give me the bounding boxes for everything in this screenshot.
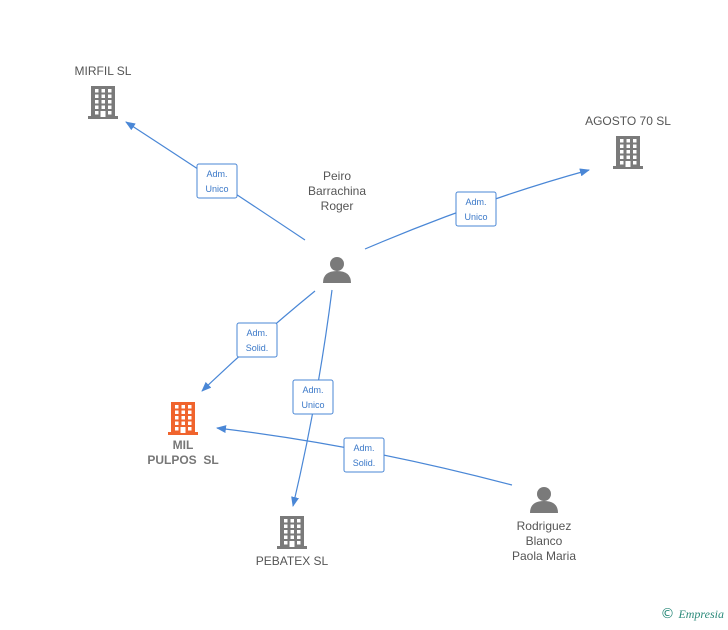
node-label-mil[interactable]: PULPOS SL [147,453,218,467]
edge-label-box[interactable] [236,322,278,358]
edge-label-box[interactable] [343,437,385,473]
node-label-peiro[interactable]: Barrachina [308,184,366,198]
edge-label-text: Solid. [246,343,269,353]
edge-label-text: Unico [464,212,487,222]
building-icon [277,516,307,549]
node-label-peiro[interactable]: Peiro [323,169,351,183]
edge-label-text: Adm. [465,197,486,207]
edge-label-text: Adm. [353,443,374,453]
person-icon [530,487,558,513]
footer-brand: © Empresia [660,606,724,622]
edge-label-box[interactable] [455,191,497,227]
building-icon [613,136,643,169]
edge-label-text: Unico [301,400,324,410]
edge-peiro-to-mil: Adm. Solid. [201,290,316,392]
edge-peiro-to-agosto: Adm. Unico [364,168,590,250]
node-label-peiro[interactable]: Roger [321,199,354,213]
node-pebatex[interactable]: PEBATEX SL [256,516,329,568]
node-agosto[interactable]: AGOSTO 70 SL [585,114,671,169]
node-label-rodriguez[interactable]: Blanco [526,534,563,548]
edge-label-box[interactable] [196,163,238,199]
building-icon [88,86,118,119]
brand-logo: Empresia [678,606,724,621]
edge-label-box[interactable] [292,379,334,415]
node-label-rodriguez[interactable]: Paola Maria [512,549,576,563]
edge-peiro-to-pebatex: Adm. Unico [291,289,334,507]
edge-label-text: Adm. [302,385,323,395]
node-label-pebatex[interactable]: PEBATEX SL [256,554,329,568]
person-icon [323,257,351,283]
node-label-rodriguez[interactable]: Rodriguez [517,519,572,533]
edge-label-text: Unico [205,184,228,194]
edge-label-text: Solid. [353,458,376,468]
node-label-agosto[interactable]: AGOSTO 70 SL [585,114,671,128]
edge-peiro-to-mirfil: Adm. Unico [125,121,306,241]
edge-rodriguez-to-mil: Adm. Solid. [216,425,513,486]
edge-label-text: Adm. [246,328,267,338]
node-mirfil[interactable]: MIRFIL SL [75,64,132,119]
node-label-mirfil[interactable]: MIRFIL SL [75,64,132,78]
building-icon [168,402,198,435]
copyright-icon: © [660,606,675,622]
edge-label-text: Adm. [206,169,227,179]
node-label-mil[interactable]: MIL [173,438,194,452]
